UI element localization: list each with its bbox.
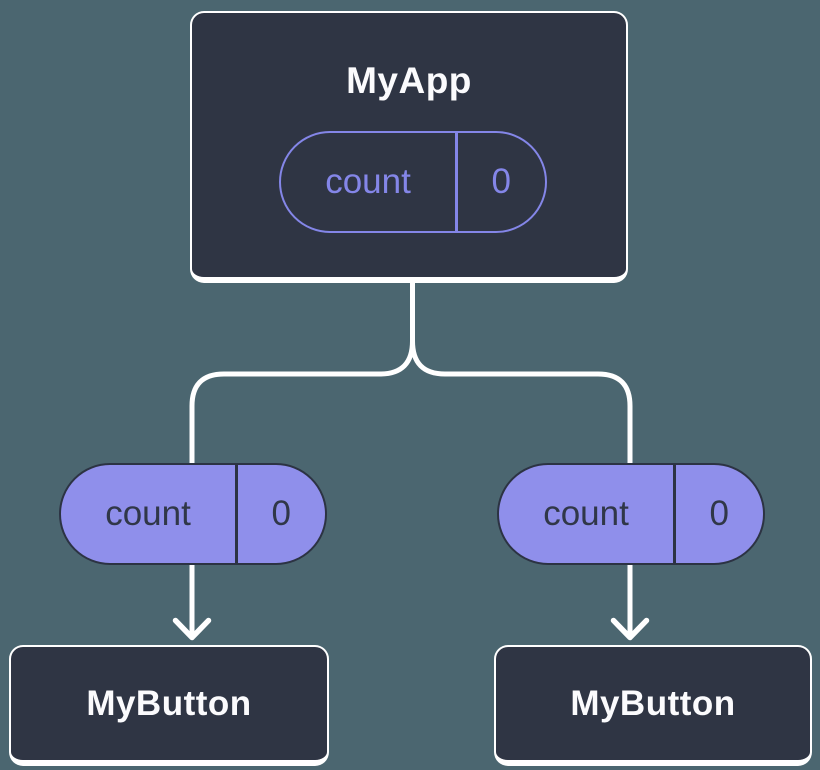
arrow-down-icon bbox=[172, 617, 212, 641]
child-component-title: MyButton bbox=[86, 683, 252, 723]
root-component-box: MyApp count 0 bbox=[190, 11, 628, 283]
arrow-down-icon bbox=[610, 617, 650, 641]
child-component-box-left: MyButton bbox=[9, 645, 329, 766]
root-component-title: MyApp bbox=[346, 60, 472, 101]
prop-value: 0 bbox=[271, 494, 291, 533]
passed-prop-pill-right: count 0 bbox=[497, 463, 765, 565]
prop-name: count bbox=[543, 494, 629, 533]
pill-divider bbox=[455, 133, 458, 231]
branch-line-left bbox=[189, 276, 415, 465]
prop-name: count bbox=[105, 494, 191, 533]
child-component-box-right: MyButton bbox=[494, 645, 812, 766]
branch-line-right bbox=[410, 276, 633, 465]
prop-name: count bbox=[325, 162, 411, 201]
child-component-title: MyButton bbox=[570, 683, 736, 723]
pill-divider bbox=[235, 465, 238, 563]
prop-value: 0 bbox=[491, 162, 511, 201]
root-prop-pill: count 0 bbox=[279, 131, 547, 233]
prop-value: 0 bbox=[709, 494, 729, 533]
pill-divider bbox=[673, 465, 676, 563]
passed-prop-pill-left: count 0 bbox=[59, 463, 327, 565]
